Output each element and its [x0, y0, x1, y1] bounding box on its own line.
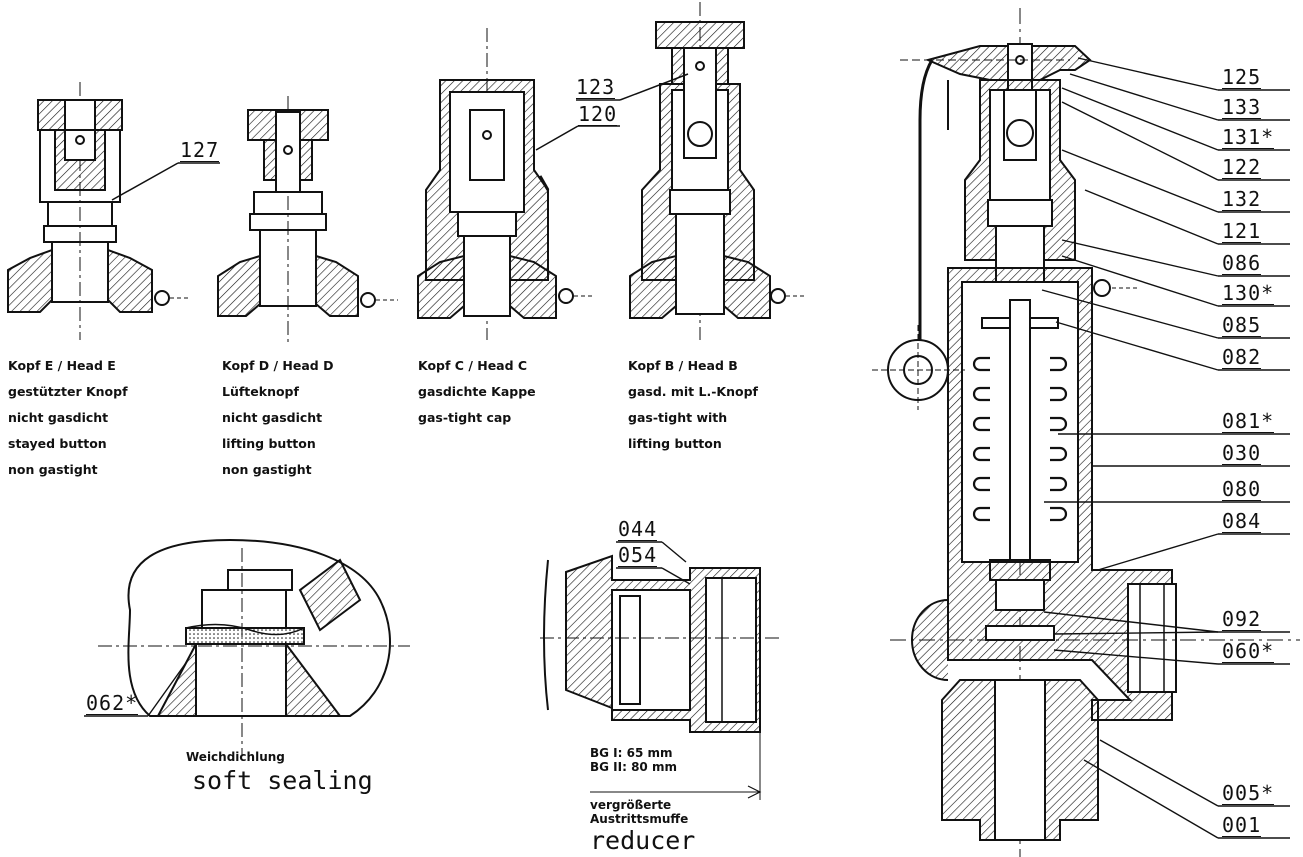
main-valve-leaders	[1041, 57, 1290, 839]
leader-120	[535, 125, 579, 151]
part-092: 092	[1222, 607, 1262, 631]
soft-sealing-en: soft sealing	[192, 766, 373, 795]
reducer-de2: Austrittsmuffe	[590, 812, 689, 826]
head-b-caption: Kopf B / Head B gasd. mit L.-Knopf gas-t…	[628, 346, 758, 450]
head-d-caption: Kopf D / Head D Lüfteknopf nicht gasdich…	[222, 346, 334, 476]
reducer-en: reducer	[590, 826, 696, 855]
part-005: 005*	[1222, 781, 1275, 805]
main-valve-drawing	[872, 8, 1300, 857]
head-e-title: Kopf E / Head E	[8, 358, 116, 373]
part-084: 084	[1222, 509, 1262, 533]
head-e-drawing	[7, 82, 190, 340]
part-133: 133	[1222, 95, 1262, 119]
head-b-title: Kopf B / Head B	[628, 358, 738, 373]
leader-127	[111, 162, 179, 201]
head-d-drawing	[217, 96, 398, 345]
part-130: 130*	[1222, 281, 1275, 305]
part-086: 086	[1222, 251, 1262, 275]
head-c-en1: gas-tight cap	[418, 410, 512, 425]
part-127: 127	[180, 138, 220, 162]
head-d-de1: Lüfteknopf	[222, 384, 299, 399]
head-e-de1: gestützter Knopf	[8, 384, 128, 399]
head-e-en1: stayed button	[8, 436, 107, 451]
head-e-en2: non gastight	[8, 462, 98, 477]
part-125: 125	[1222, 65, 1262, 89]
part-131: 131*	[1222, 125, 1275, 149]
part-030: 030	[1222, 441, 1262, 465]
part-080: 080	[1222, 477, 1262, 501]
head-e-de2: nicht gasdicht	[8, 410, 109, 425]
head-c-de1: gasdichte Kappe	[418, 384, 536, 399]
part-044: 044	[618, 517, 658, 541]
part-062: 062*	[86, 691, 139, 715]
head-c-title: Kopf C / Head C	[418, 358, 528, 373]
head-d-de2: nicht gasdicht	[222, 410, 323, 425]
head-b-en2: lifting button	[628, 436, 722, 451]
head-b-de1: gasd. mit L.-Knopf	[628, 384, 758, 399]
part-054: 054	[618, 543, 658, 567]
leader-123	[619, 73, 689, 101]
soft-sealing-de: Weichdichlung	[186, 750, 285, 764]
head-b-en1: gas-tight with	[628, 410, 728, 425]
soft-sealing-drawing	[84, 538, 410, 756]
part-122: 122	[1222, 155, 1262, 179]
part-132: 132	[1222, 187, 1262, 211]
part-121: 121	[1222, 219, 1262, 243]
reducer-drawing	[540, 541, 780, 800]
reducer-bg2: BG II: 80 mm	[590, 760, 677, 774]
head-d-en1: lifting button	[222, 436, 316, 451]
head-d-title: Kopf D / Head D	[222, 358, 334, 373]
part-081: 081*	[1222, 409, 1275, 433]
head-b-drawing	[629, 2, 806, 340]
head-c-caption: Kopf C / Head C gasdichte Kappe gas-tigh…	[418, 346, 536, 424]
head-c-drawing	[417, 28, 594, 340]
part-120: 120	[578, 102, 618, 126]
reducer-de1: vergrößerte	[590, 798, 672, 812]
reducer-bg1: BG I: 65 mm	[590, 746, 673, 760]
head-e-caption: Kopf E / Head E gestützter Knopf nicht g…	[8, 346, 128, 476]
part-060: 060*	[1222, 639, 1275, 663]
part-082: 082	[1222, 345, 1262, 369]
part-001: 001	[1222, 813, 1262, 837]
part-085: 085	[1222, 313, 1262, 337]
head-d-en2: non gastight	[222, 462, 312, 477]
part-123: 123	[576, 75, 616, 99]
